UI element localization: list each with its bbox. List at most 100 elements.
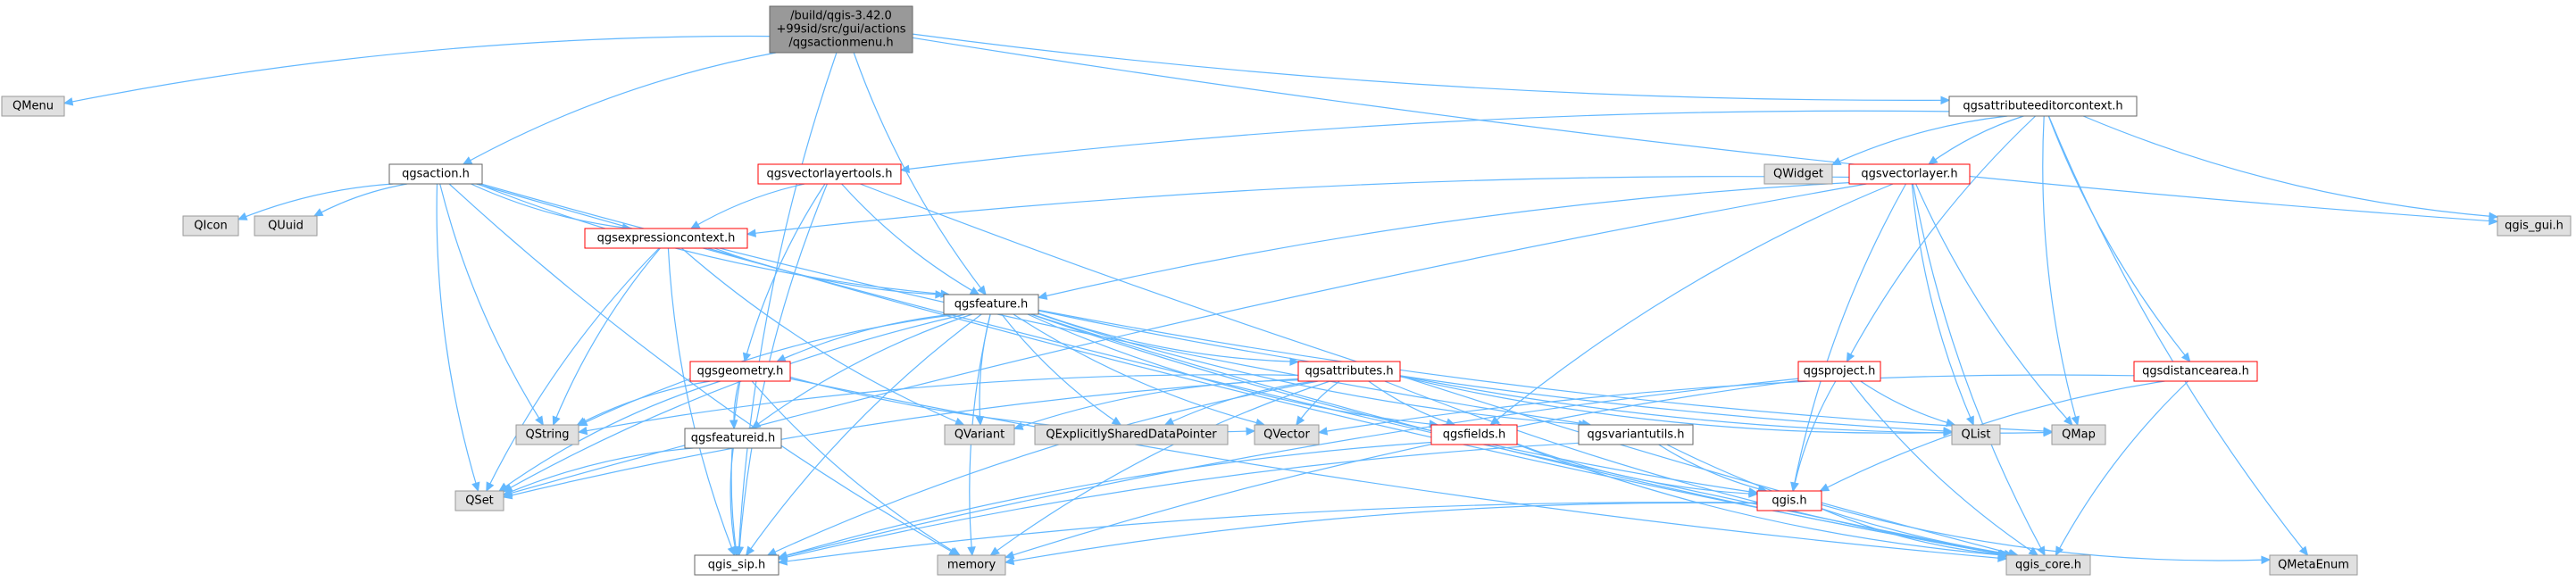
node-box (757, 163, 902, 185)
node-box (182, 215, 239, 237)
edge-root-to-qgsfeature (853, 52, 987, 295)
node-label: qgsfeature.h (955, 298, 1029, 312)
edge-qgsproject-to-qlist (1860, 380, 1956, 428)
node-qmetaenum: QMetaEnum (2269, 554, 2358, 576)
node-label: qgsaction.h (402, 168, 470, 181)
node-box (1034, 424, 1229, 445)
node-box (584, 228, 748, 249)
edge-qgsvectorlayer-to-qgis-core (1912, 183, 2046, 557)
node-label: QMenu (13, 100, 54, 113)
node-box (2497, 215, 2572, 237)
edge-qgsaction-to-quuid (313, 183, 408, 217)
edge-qgsproject-to-qgis-core (1849, 380, 2039, 556)
node-label: qgsvectorlayertools.h (767, 168, 893, 181)
node-label: QIcon (194, 220, 227, 233)
edge-qgsvectorlayer-to-qgsexpressioncontext (746, 176, 1850, 237)
node-box (1297, 361, 1401, 382)
edge-qgsfeature-to-qgsattributes (1038, 312, 1300, 366)
node-qwidget: QWidget (1763, 163, 1833, 185)
node-qvariant: QVariant (944, 424, 1015, 445)
node-quuid: QUuid (254, 215, 318, 237)
edge-qgsvariantutils-to-qgis-sip (777, 442, 1580, 561)
nodes-layer: /build/qgis-3.42.0+99sid/src/gui/actions… (1, 5, 2572, 576)
edge-qgsattributes-to-memory (989, 380, 1330, 556)
node-qgsfeatureid-h[interactable]: qgsfeatureid.h (684, 428, 782, 449)
node-box (1797, 361, 1881, 382)
edge-qgsattributes-to-qstring (577, 374, 1299, 436)
node-qmap: QMap (2051, 424, 2106, 445)
node-qlist: QList (1951, 424, 2001, 445)
edge-qgsattributeeditorcontext-to-qgsvectorlayer (1928, 115, 2024, 165)
edge-qgis-to-qgis-core (1821, 508, 2010, 559)
edges-layer (63, 33, 2499, 566)
edge-qgsfeature-to-qgis-sip (745, 313, 982, 557)
edge-qgsaction-to-qset (436, 183, 480, 493)
edge-qgsdistancearea-to-qgis-core (2055, 380, 2189, 557)
node-label: QVariant (955, 428, 1005, 442)
node-label: qgsexpressioncontext.h (597, 232, 736, 245)
edge-root-to-qmenu (63, 35, 771, 106)
node-qstring: QString (515, 424, 579, 445)
edge-qgsfeature-to-qexplicitlyshareddatapointer (1001, 313, 1122, 426)
node-label: qgis.h (1772, 495, 1806, 508)
edge-qgsexpressioncontext-to-qset (486, 247, 660, 493)
node-label: qgsvectorlayer.h (1861, 168, 1957, 181)
node-qgsexpressioncontext-h[interactable]: qgsexpressioncontext.h (584, 228, 748, 249)
node-qgsattributeeditorcontext-h[interactable]: qgsattributeeditorcontext.h (1948, 96, 2138, 117)
node-qgsattributes-h[interactable]: qgsattributes.h (1297, 361, 1401, 382)
node-qgsvectorlayertools-h[interactable]: qgsvectorlayertools.h (757, 163, 902, 185)
edge-qgsproject-to-memory (1004, 379, 1799, 560)
node-build-qgis-3-42-0-99sid-src-gui-actions-qgsactionmenu-h[interactable]: /build/qgis-3.42.0+99sid/src/gui/actions… (769, 5, 913, 54)
edge-qgsattributeeditorcontext-to-qgis-gui (2082, 115, 2499, 221)
node-qgsvectorlayer-h[interactable]: qgsvectorlayer.h (1848, 163, 1971, 185)
edge-qgsattributes-to-qvector (1296, 380, 1340, 427)
edge-qgsfeatureid-to-qset (502, 447, 694, 496)
edge-qgsgeometry-to-memory (751, 380, 961, 556)
node-box (937, 554, 1006, 576)
edge-qgsattributeeditorcontext-to-qgsvectorlayertools (899, 110, 1950, 174)
node-label: qgis_sip.h (708, 559, 765, 572)
node-box (2005, 554, 2091, 576)
node-label: qgsdistancearea.h (2142, 365, 2249, 378)
node-qgis-gui-h: qgis_gui.h (2497, 215, 2572, 237)
edge-root-to-qgsattributeeditorcontext (912, 33, 1951, 105)
node-qgsproject-h[interactable]: qgsproject.h (1797, 361, 1881, 382)
edge-qgsvariantutils-to-qgis-core (1666, 444, 2019, 559)
node-qgsdistancearea-h[interactable]: qgsdistancearea.h (2133, 361, 2258, 382)
edge-qgsattributeeditorcontext-to-qwidget (1830, 115, 2008, 166)
node-qicon: QIcon (182, 215, 239, 237)
edge-qgsfields-to-qgis-sip (777, 441, 1432, 560)
node-box (2269, 554, 2358, 576)
node-qgis-h[interactable]: qgis.h (1756, 490, 1822, 511)
edge-qgsfeature-to-qgsgeometry (776, 313, 955, 362)
edge-qgsattributeeditorcontext-to-qmetaenum (2047, 115, 2309, 556)
node-label: qgsvariantutils.h (1588, 428, 1685, 442)
node-label: QVector (1263, 428, 1310, 442)
node-qgis-sip-h[interactable]: qgis_sip.h (694, 554, 779, 576)
edge-qgsfields-to-qgis (1516, 443, 1759, 498)
node-box (694, 554, 779, 576)
node-label: qgsgeometry.h (697, 365, 784, 378)
node-label: qgsattributeeditorcontext.h (1963, 100, 2122, 113)
node-label: QString (525, 428, 569, 442)
edge-qgsgeometry-to-qgis-core (789, 378, 2008, 562)
node-qgsaction-h[interactable]: qgsaction.h (388, 163, 483, 185)
node-qgsgeometry-h[interactable]: qgsgeometry.h (689, 361, 791, 382)
edge-qgsgeometry-to-qstring (576, 380, 711, 426)
node-qvector: QVector (1254, 424, 1320, 445)
node-box (1763, 163, 1833, 185)
node-qgsvariantutils-h[interactable]: qgsvariantutils.h (1578, 424, 1694, 445)
edge-qgsexpressioncontext-to-qstring (552, 247, 661, 427)
node-qgsfields-h[interactable]: qgsfields.h (1430, 424, 1518, 445)
node-qgsfeature-h[interactable]: qgsfeature.h (943, 294, 1039, 315)
edge-qgsdistancearea-to-qgis (1819, 380, 2165, 492)
edge-qgsdistancearea-to-qvector (1317, 374, 2135, 436)
node-box (2133, 361, 2258, 382)
node-box (1756, 490, 1822, 511)
edge-qgsattributeeditorcontext-to-qgsproject (1846, 115, 2037, 363)
node-qexplicitlyshareddatapointer: QExplicitlySharedDataPointer (1034, 424, 1229, 445)
node-label: qgsfields.h (1443, 428, 1505, 442)
edge-qgsattributeeditorcontext-to-qgsdistancearea (2047, 115, 2191, 362)
node-label: qgsfeatureid.h (691, 432, 775, 445)
node-memory: memory (937, 554, 1006, 576)
